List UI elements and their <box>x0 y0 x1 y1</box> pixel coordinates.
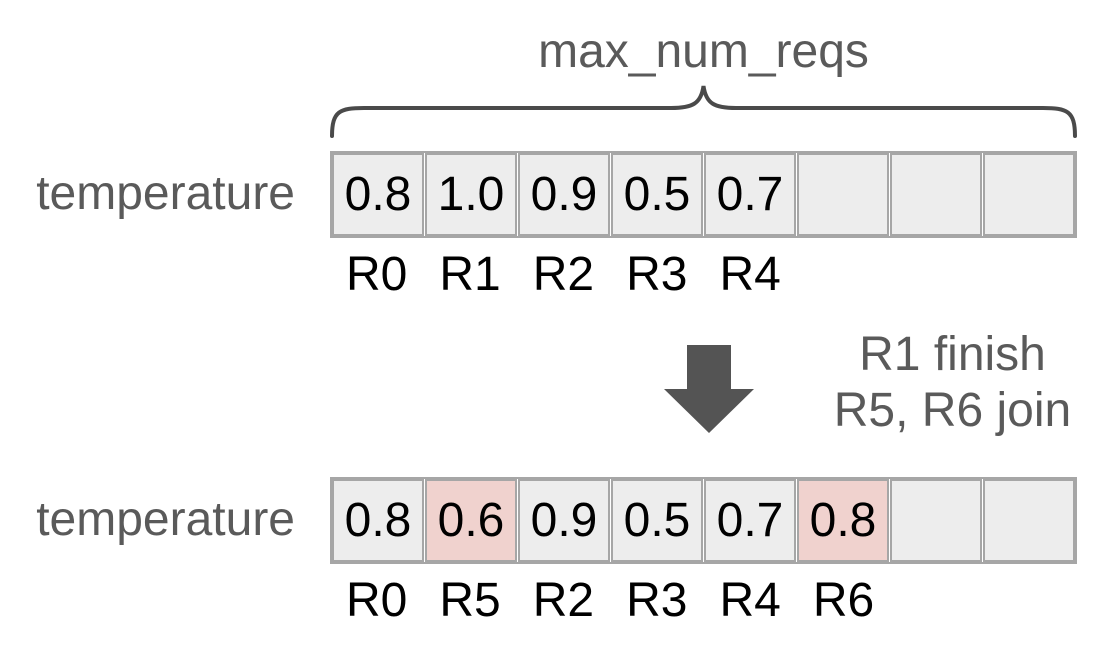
request-labels-before: R0 R1 R2 R3 R4 <box>330 250 1077 300</box>
request-label: R0 <box>346 248 408 301</box>
request-label: R3 <box>626 248 688 301</box>
request-label: R4 <box>719 574 781 627</box>
temperature-label-after: temperature <box>36 493 295 546</box>
request-label: R6 <box>812 574 875 627</box>
request-label: R3 <box>626 574 688 627</box>
temp-cell: 1.0 <box>425 153 517 236</box>
temp-cell: 0.8 <box>332 153 424 236</box>
temp-cell-empty <box>797 153 889 236</box>
curly-brace-icon <box>330 85 1077 138</box>
temp-cell-empty <box>890 479 982 562</box>
request-labels-after: R0 R5 R2 R3 R4 R6 <box>330 576 1077 626</box>
request-label: R5 <box>439 574 501 627</box>
temp-cell: 0.8 <box>332 479 424 562</box>
temp-cell: 0.9 <box>518 153 610 236</box>
temperature-label-before: temperature <box>36 167 295 220</box>
temp-cell: 0.8 <box>797 479 889 562</box>
temp-cell-empty <box>890 153 982 236</box>
request-label: R4 <box>719 248 781 301</box>
temp-cell: 0.6 <box>425 479 517 562</box>
request-label <box>797 250 890 300</box>
request-label: R0 <box>346 574 408 627</box>
temp-cell: 0.5 <box>611 153 703 236</box>
request-label: R2 <box>532 248 595 301</box>
temp-cell-empty <box>983 479 1075 562</box>
max-num-reqs-label: max_num_reqs <box>538 25 869 78</box>
request-label <box>890 250 983 300</box>
temperature-array-after: 0.8 0.6 0.9 0.5 0.7 0.8 <box>330 477 1077 564</box>
temp-cell: 0.7 <box>704 479 796 562</box>
down-arrow-icon <box>664 345 754 433</box>
transition-annotation: R1 finish R5, R6 join <box>795 327 1110 439</box>
temperature-array-before: 0.8 1.0 0.9 0.5 0.7 <box>330 151 1077 238</box>
request-label: R2 <box>532 574 595 627</box>
request-label <box>984 576 1077 626</box>
request-label: R1 <box>439 248 501 301</box>
temp-cell: 0.5 <box>611 479 703 562</box>
transition-line2: R5, R6 join <box>833 384 1072 437</box>
temp-cell-empty <box>983 153 1075 236</box>
request-label <box>984 250 1077 300</box>
transition-line1: R1 finish <box>859 328 1046 381</box>
request-label <box>890 576 983 626</box>
temp-cell: 0.7 <box>704 153 796 236</box>
temp-cell: 0.9 <box>518 479 610 562</box>
